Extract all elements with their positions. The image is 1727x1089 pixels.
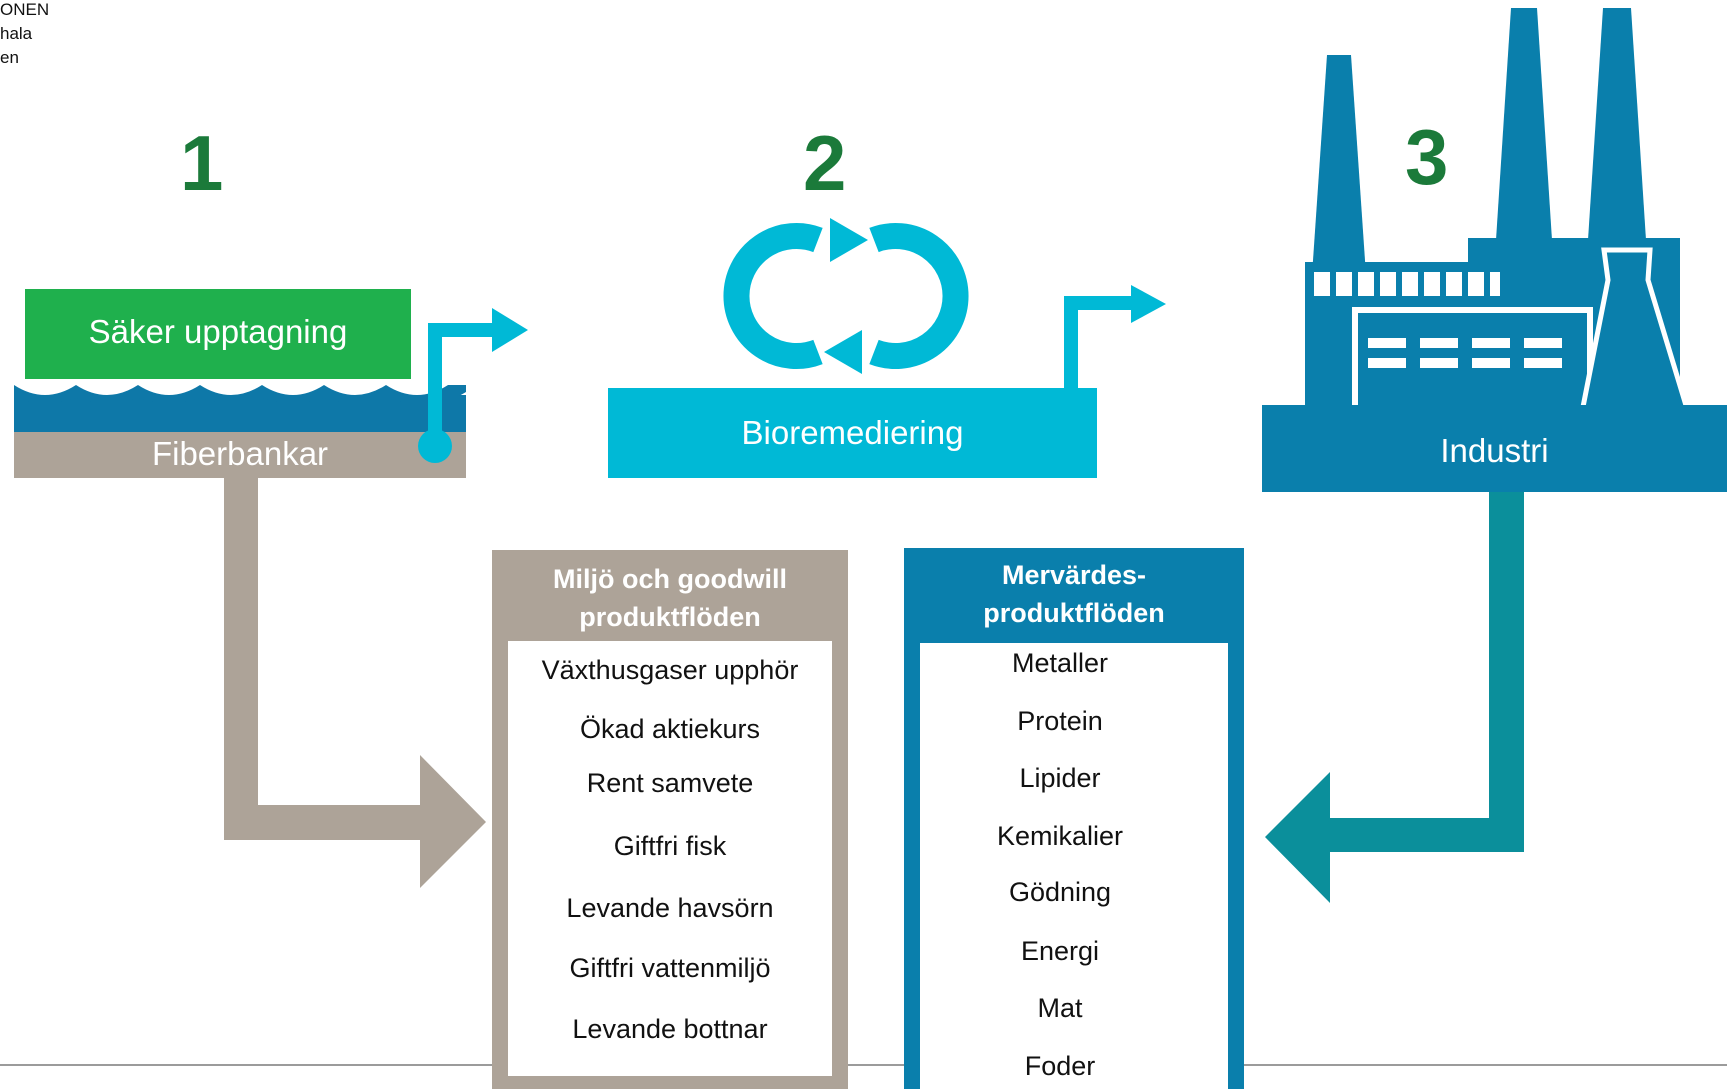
pipe-vertical (428, 330, 442, 448)
right-list-item: Foder (1024, 1051, 1096, 1081)
recycle-icon (723, 223, 969, 369)
chimney-3 (1588, 8, 1646, 240)
right-list-item: Gödning (1008, 877, 1112, 907)
right-list-item: Energi (1020, 936, 1100, 966)
stage-3-graphic (1262, 8, 1727, 903)
left-list-item: Växthusgaser upphör (541, 655, 799, 685)
industry-flow-arrow (1265, 492, 1524, 903)
pipe2-vertical (1064, 303, 1078, 391)
stage-1-graphic (14, 289, 528, 888)
bioremediering-bar (608, 388, 1097, 478)
right-list-item: Mat (1037, 993, 1083, 1023)
recycle-arrow-bottom (824, 330, 862, 374)
window-strip (1314, 272, 1500, 296)
chimney-2 (1496, 8, 1552, 240)
left-list-item: Ökad aktiekurs (579, 714, 761, 744)
right-list-title-2: produktflöden (983, 598, 1165, 628)
left-list-item: Giftfri fisk (613, 831, 727, 861)
front-windows (1368, 338, 1562, 368)
right-list-item: Protein (1017, 706, 1103, 736)
pipe2-horizontal (1064, 296, 1140, 310)
industri-base (1262, 405, 1727, 492)
right-list-item: Lipider (1019, 763, 1101, 793)
left-list-item: Levande bottnar (572, 1014, 768, 1044)
left-list-item: Rent samvete (586, 768, 754, 798)
recycle-arrow-top (830, 218, 868, 262)
wave-edge (14, 385, 466, 403)
fiberbankar-bar (14, 430, 466, 478)
header-line-3: en (0, 48, 19, 67)
stage-3-number: 3 (1405, 113, 1449, 201)
stage-1-number: 1 (180, 119, 224, 207)
fiberbankar-label: Fiberbankar (151, 435, 329, 472)
stage-2-graphic (608, 218, 1166, 478)
bioremediering-label: Bioremediering (741, 414, 964, 451)
right-list-frame (904, 548, 1244, 1089)
saker-upptagning-label: Säker upptagning (88, 313, 348, 350)
left-list-title-1: Miljö och goodwill (553, 564, 787, 594)
right-list-title-1: Mervärdes- (1001, 560, 1147, 590)
left-list-item: Giftfri vattenmiljö (569, 953, 771, 983)
right-list-item: Metaller (1011, 648, 1109, 678)
pipe2-arrow-head (1131, 285, 1166, 323)
right-list-item: Kemikalier (996, 821, 1124, 851)
stage-2-number: 2 (803, 119, 847, 207)
left-list-title-2: produktflöden (579, 602, 761, 632)
pipe-arrow-head (492, 308, 528, 352)
pipe-horizontal (428, 323, 498, 337)
left-list-frame (492, 550, 848, 1089)
saker-upptagning-box (25, 289, 411, 379)
fiber-flow-arrow (224, 478, 486, 888)
chimney-1 (1312, 55, 1366, 275)
industri-label: Industri (1440, 432, 1549, 469)
header-line-1: ONEN (0, 0, 50, 19)
left-list-item: Levande havsörn (566, 893, 774, 923)
header-line-2: hala (0, 24, 33, 43)
